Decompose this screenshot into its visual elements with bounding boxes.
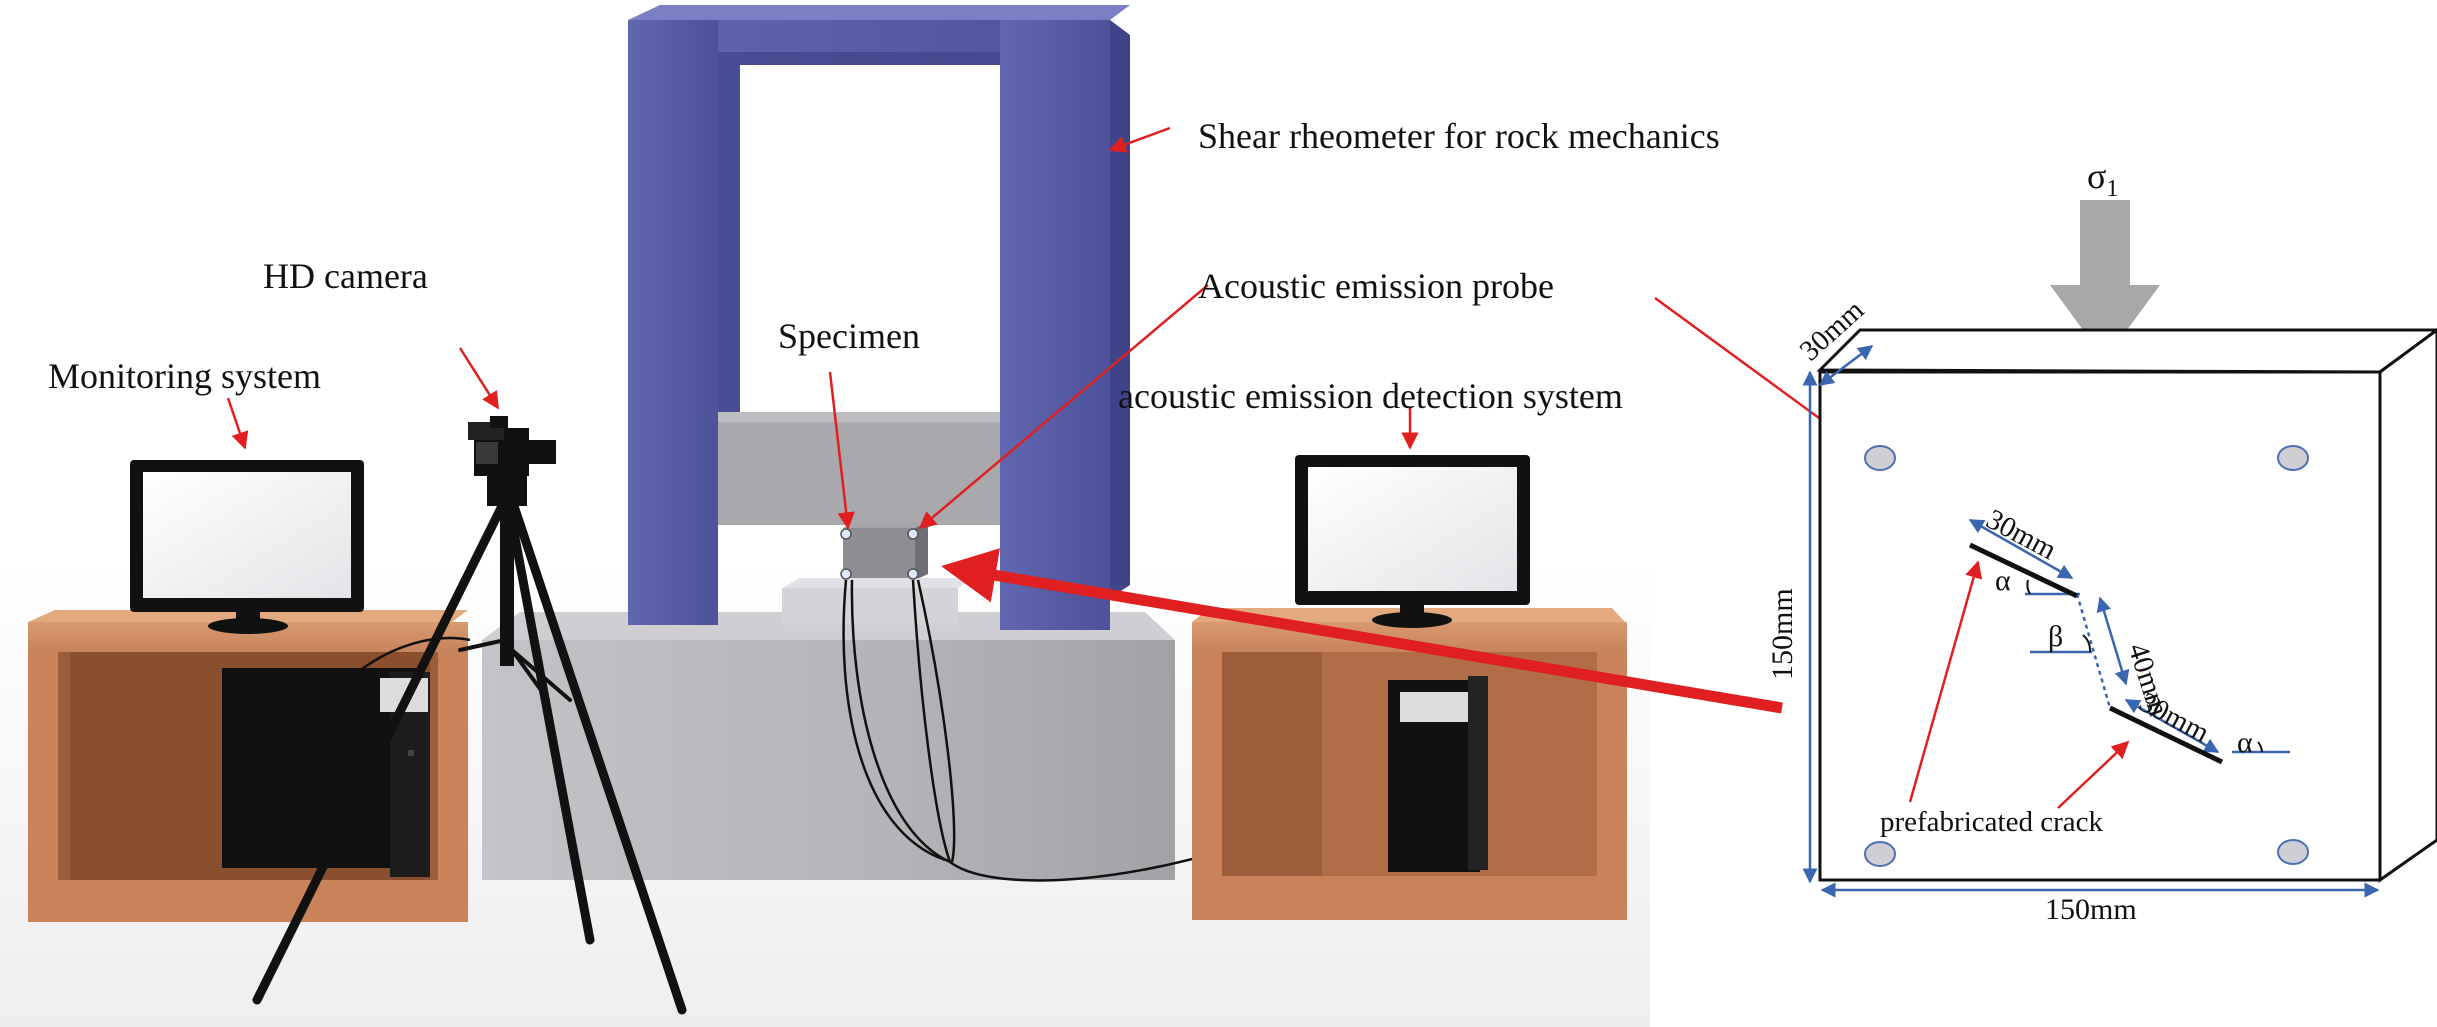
label-hd-camera: HD camera [263,256,428,296]
specimen-side-face [2378,328,2437,883]
label-monitoring-system: Monitoring system [48,356,322,396]
ae-probe-4 [907,568,919,580]
ae-probe-2 [907,528,919,540]
ae-probe-1 [840,528,852,540]
arrow-specimen [828,371,855,530]
label-ae-detection-system: acoustic emission detection system [1118,376,1623,416]
label-prefabricated-crack: prefabricated crack [1880,806,2103,838]
label-shear-rheometer: Shear rheometer for rock mechanics [1198,116,1720,156]
label-beta: β [2048,620,2064,653]
load-arrow [2050,200,2160,360]
probe-position-1 [1864,445,1896,471]
monitoring-desk [28,460,468,922]
probe-position-4 [2277,839,2309,865]
specimen-callout-arrow [941,548,1783,714]
specimen-block [843,528,915,580]
arrow-ae-probe-left [918,284,1209,530]
arrow-hd-camera [458,347,500,410]
probe-position-2 [2277,445,2309,471]
arrow-crack-upper [1908,560,1983,803]
frame-left-column [628,20,718,625]
label-height: 150mm [1766,588,1799,680]
label-alpha-upper: α [1995,564,2011,597]
label-alpha-lower: α [2237,726,2253,759]
frame-top-face [628,5,1130,20]
arrow-shear-rheometer [1108,126,1171,153]
arrow-crack-lower [2057,740,2130,809]
lower-crack [2108,705,2224,765]
lower-platen [782,588,958,625]
arrow-monitoring-system [226,397,249,450]
rheometer-base [482,640,1175,880]
probe-position-3 [1864,841,1896,867]
ae-desk [1192,455,1627,920]
label-specimen: Specimen [778,316,920,356]
specimen-diagram [1802,200,2437,898]
ae-screen [1308,467,1517,591]
hd-camera-tripod [252,416,687,1015]
label-width: 150mm [2045,893,2137,926]
shear-rheometer [482,5,1361,882]
camera-cable [329,636,471,701]
specimen-top-face [1816,328,2437,374]
crosshead [718,412,1000,525]
label-load: σ1 [2087,156,2119,203]
frame-right-column [1000,20,1110,630]
frame-side [1110,20,1130,598]
label-ae-probe: Acoustic emission probe [1198,266,1554,306]
ae-probe-3 [840,568,852,580]
dimension-lines [1802,345,2380,898]
monitoring-screen [143,472,351,598]
frame-window [718,65,1000,417]
upper-crack [1968,542,2079,599]
